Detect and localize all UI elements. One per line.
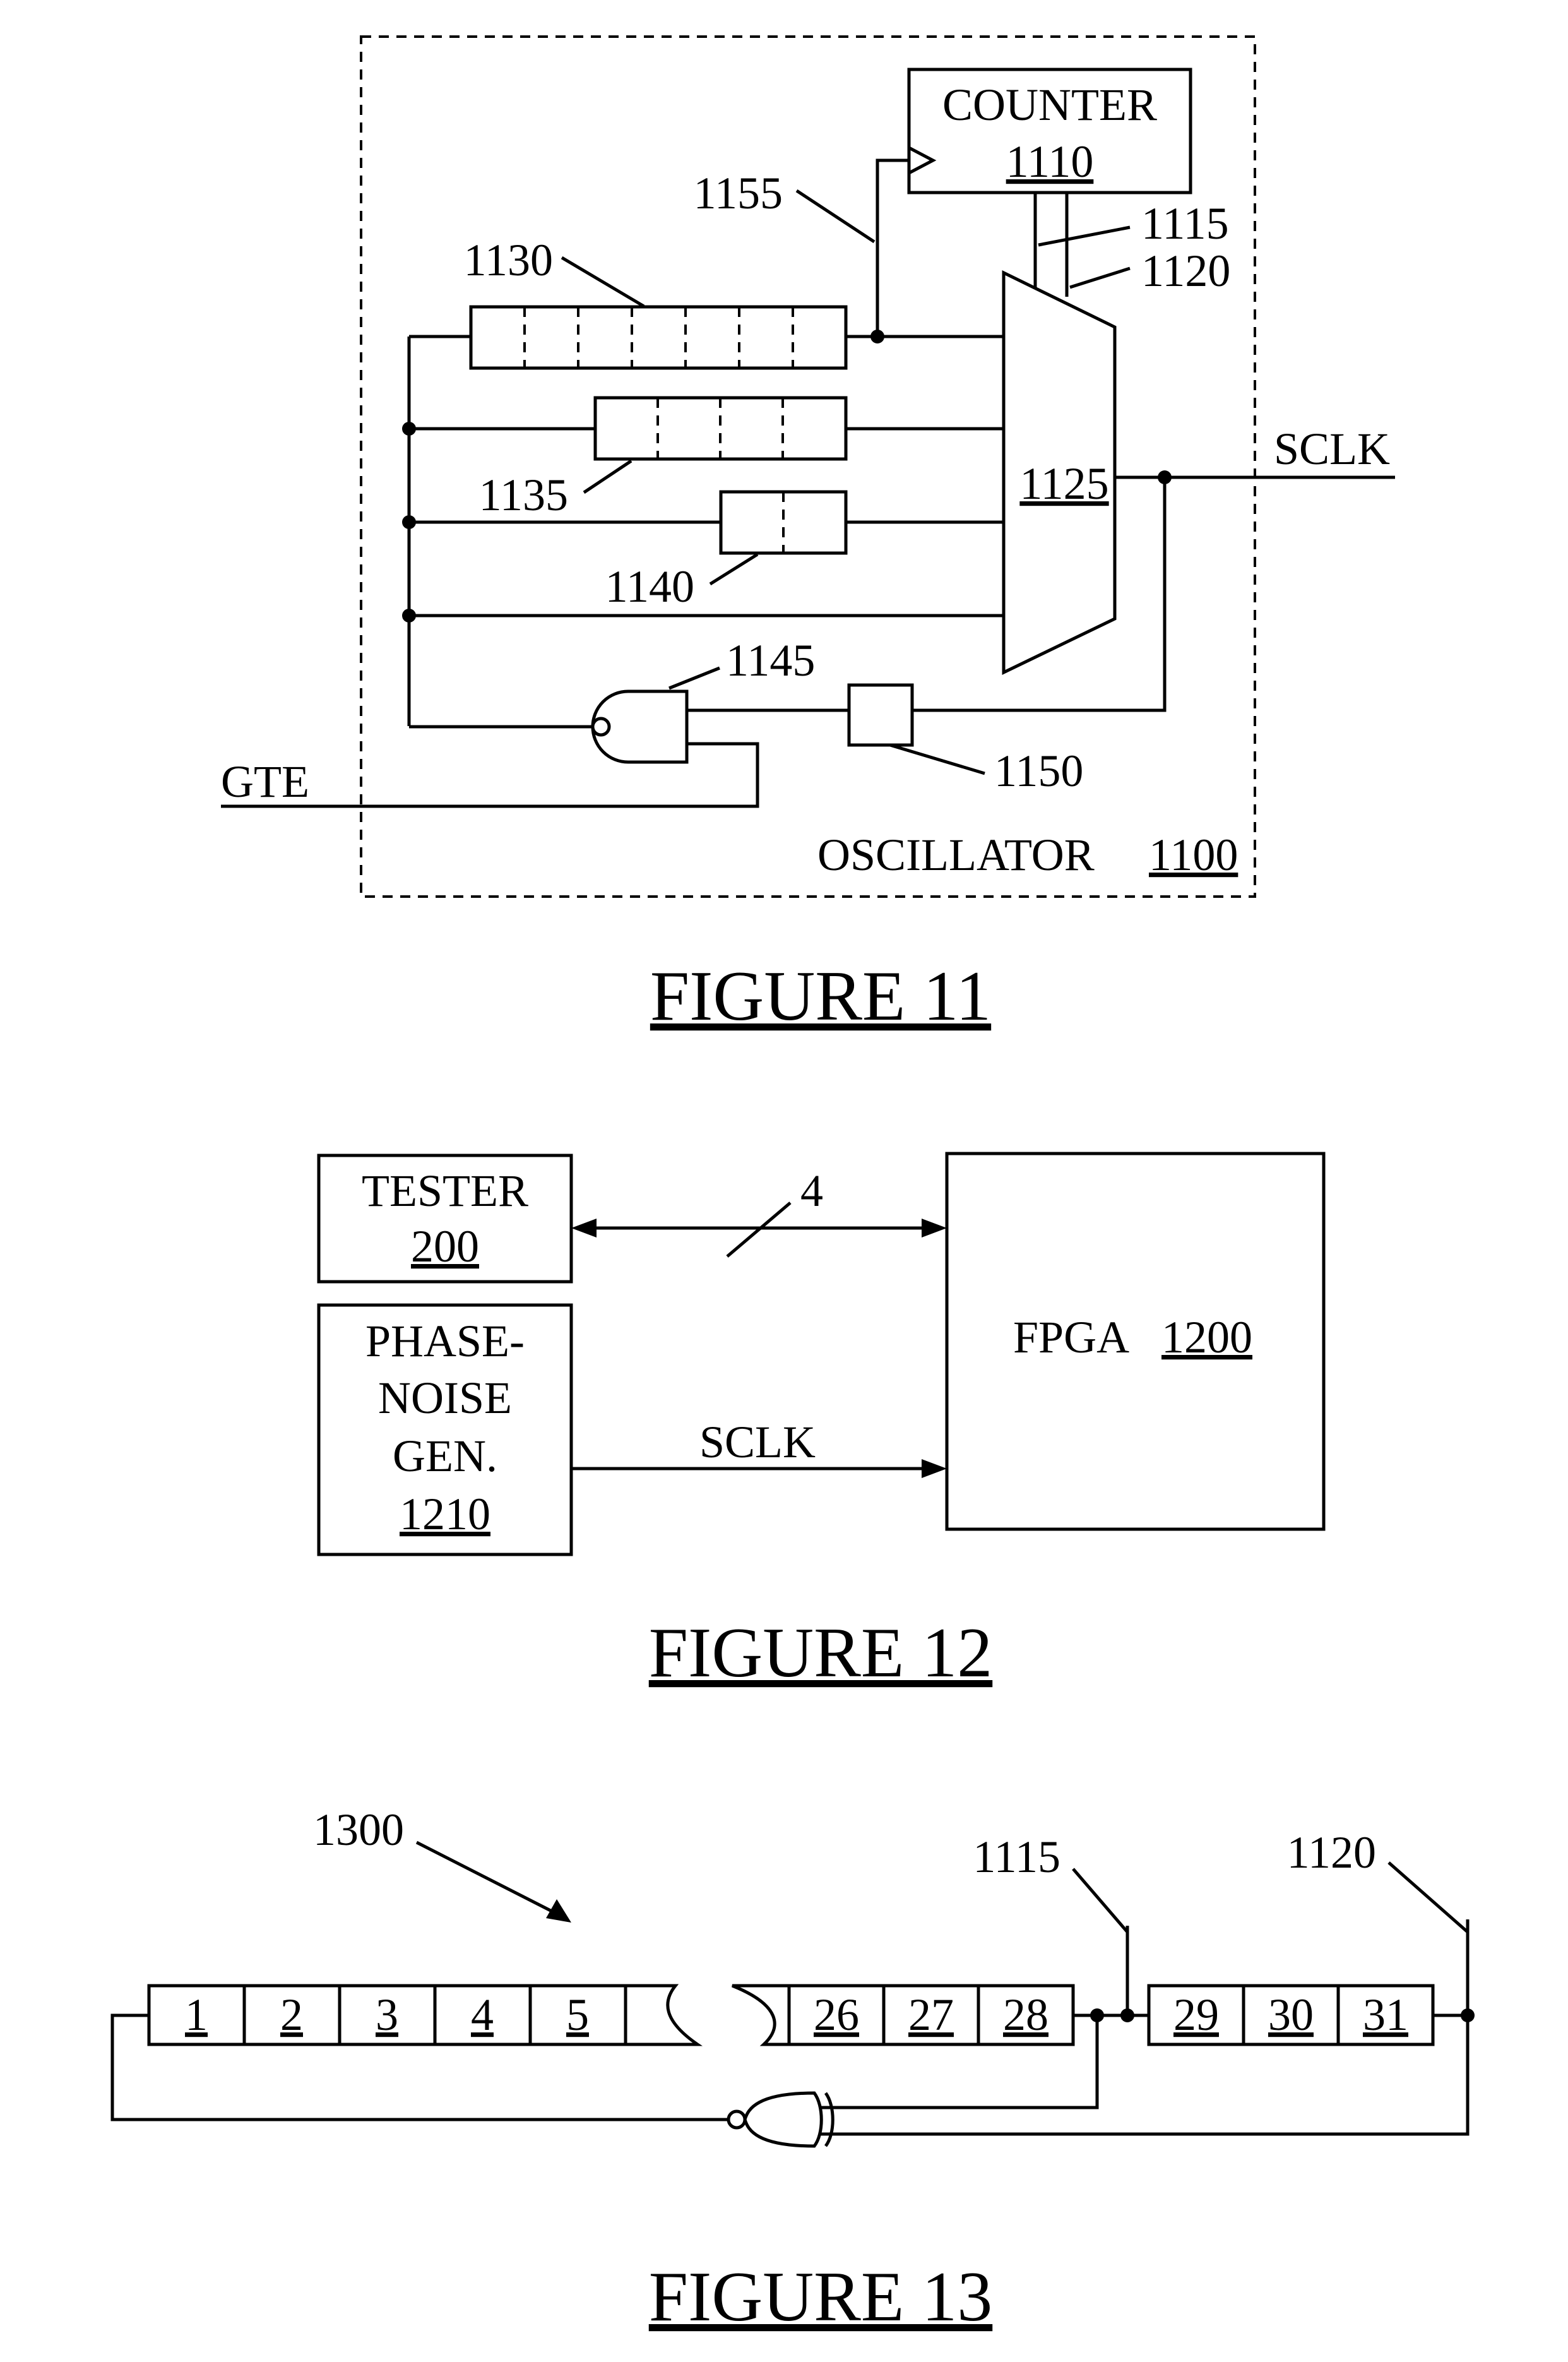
phase-noise-line2: NOISE — [378, 1373, 512, 1423]
cell-3: 3 — [376, 1989, 398, 2040]
counter-clock-input — [908, 146, 937, 175]
tester-ref: 200 — [411, 1221, 479, 1272]
cell-4: 4 — [471, 1989, 494, 2040]
ref-1145: 1145 — [726, 635, 815, 686]
delay-chain-1130 — [469, 305, 848, 370]
figure-12: TESTER 200 PHASE- NOISE GEN. 1210 FPGA 1… — [317, 1152, 1326, 1692]
cell-26: 26 — [814, 1989, 859, 2040]
cell-31: 31 — [1363, 1989, 1408, 2040]
fpga-ref: 1200 — [1161, 1312, 1252, 1363]
counter-box — [907, 68, 1192, 194]
tester-label: TESTER — [362, 1166, 528, 1216]
mux-ref: 1125 — [1019, 458, 1108, 509]
counter-label: COUNTER — [942, 80, 1157, 130]
gte-input-label: GTE — [221, 756, 309, 807]
counter-ref: 1110 — [1006, 136, 1094, 187]
cell-1: 1 — [185, 1989, 208, 2040]
ref-1300: 1300 — [313, 1804, 404, 1855]
phase-noise-ref: 1210 — [400, 1489, 490, 1539]
sclk-output-label: SCLK — [1274, 424, 1390, 474]
ref-1140: 1140 — [605, 561, 694, 612]
figure-12-title: FIGURE 12 — [649, 1614, 992, 1692]
fpga-box — [945, 1152, 1326, 1531]
figure-13: 1300 1 2 3 4 5 26 27 28 29 30 31 — [110, 1804, 1475, 2336]
cell-28: 28 — [1003, 1989, 1048, 2040]
oscillator-ref: 1100 — [1149, 830, 1238, 880]
figure-11-title: FIGURE 11 — [650, 957, 991, 1035]
ref-1135: 1135 — [479, 470, 568, 520]
fig12-sclk-label: SCLK — [699, 1417, 816, 1467]
phase-noise-generator-box — [317, 1303, 573, 1556]
multiplexer-1125 — [1002, 270, 1117, 675]
phase-noise-line3: GEN. — [393, 1431, 497, 1481]
tap-1115-label: 1115 — [973, 1832, 1060, 1882]
ref-1155: 1155 — [694, 168, 783, 218]
figure-11: COUNTER 1110 1155 1115 1120 1125 1130 — [221, 35, 1395, 1035]
oscillator-boundary — [360, 35, 1256, 898]
oscillator-label: OSCILLATOR — [817, 830, 1095, 880]
ref-1120: 1120 — [1141, 246, 1230, 296]
xnor-gate — [743, 2091, 823, 2148]
cell-5: 5 — [566, 1989, 589, 2040]
fpga-label: FPGA — [1013, 1312, 1129, 1363]
ref-1150: 1150 — [994, 746, 1083, 796]
cell-2: 2 — [280, 1989, 303, 2040]
phase-noise-line1: PHASE- — [365, 1316, 525, 1366]
tester-box — [317, 1154, 573, 1284]
cell-27: 27 — [908, 1989, 954, 2040]
cell-29: 29 — [1173, 1989, 1219, 2040]
wire-1155 — [876, 158, 909, 337]
delay-chain-1135 — [593, 396, 848, 461]
figure-13-title: FIGURE 13 — [649, 2258, 992, 2336]
shift-register-segment-b — [732, 1984, 1075, 2046]
tap-1120-label: 1120 — [1287, 1827, 1376, 1878]
bus-width-label: 4 — [800, 1166, 823, 1216]
buffer-1150 — [847, 683, 914, 747]
cell-30: 30 — [1268, 1989, 1314, 2040]
ref-1115: 1115 — [1141, 198, 1229, 249]
shift-register-segment-a — [147, 1984, 703, 2046]
ref-1130: 1130 — [464, 235, 553, 285]
